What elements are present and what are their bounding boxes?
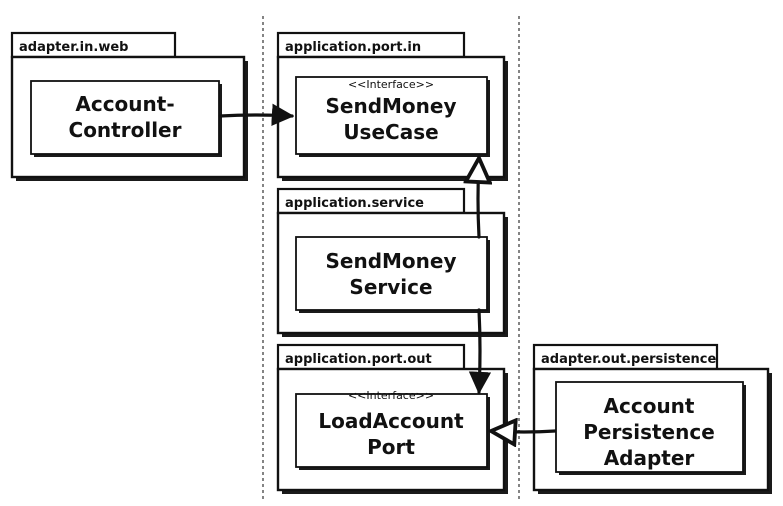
package-label: adapter.in.web xyxy=(19,40,128,55)
package-label: adapter.out.persistence xyxy=(541,352,716,367)
class-sendmoney-service: SendMoney Service xyxy=(295,236,490,313)
implements-arrow-adapter-to-port xyxy=(491,431,557,432)
class-account-controller: Account- Controller xyxy=(30,80,222,157)
class-name-line: UseCase xyxy=(343,120,438,144)
class-name-line: Service xyxy=(349,275,432,299)
uses-arrow-service-to-port xyxy=(468,308,492,395)
class-name-line: Port xyxy=(367,435,415,459)
class-name-line: SendMoney xyxy=(325,249,456,273)
interface-loadaccount-port: <<Interface>> LoadAccount Port xyxy=(295,389,490,470)
class-name-line: Controller xyxy=(69,118,182,142)
package-application-service: application.service SendMoney Service xyxy=(276,187,508,337)
package-application-port-in: application.port.in <<Interface>> SendMo… xyxy=(276,31,508,181)
implements-arrow-service-to-usecase xyxy=(478,158,479,239)
package-label: application.service xyxy=(285,196,424,211)
package-adapter-in-web: adapter.in.web Account- Controller xyxy=(10,31,248,181)
class-name-line: Adapter xyxy=(604,446,695,470)
package-adapter-out-persistence: adapter.out.persistence Account Persiste… xyxy=(532,343,772,494)
class-name-line: Account xyxy=(604,394,695,418)
package-label: application.port.in xyxy=(285,40,421,55)
class-name-line: LoadAccount xyxy=(318,409,464,433)
package-label: application.port.out xyxy=(285,352,432,367)
package-application-port-out: application.port.out <<Interface>> LoadA… xyxy=(276,343,508,494)
interface-stereotype: <<Interface>> xyxy=(348,78,434,91)
interface-stereotype: <<Interface>> xyxy=(348,389,434,402)
class-name-line: Account- xyxy=(75,92,174,116)
class-name-line: Persistence xyxy=(583,420,715,444)
class-account-persistence-adapter: Account Persistence Adapter xyxy=(555,381,746,475)
interface-sendmoney-usecase: <<Interface>> SendMoney UseCase xyxy=(295,76,490,157)
class-name-line: SendMoney xyxy=(325,94,456,118)
uses-arrow-controller-to-usecase xyxy=(218,103,295,126)
